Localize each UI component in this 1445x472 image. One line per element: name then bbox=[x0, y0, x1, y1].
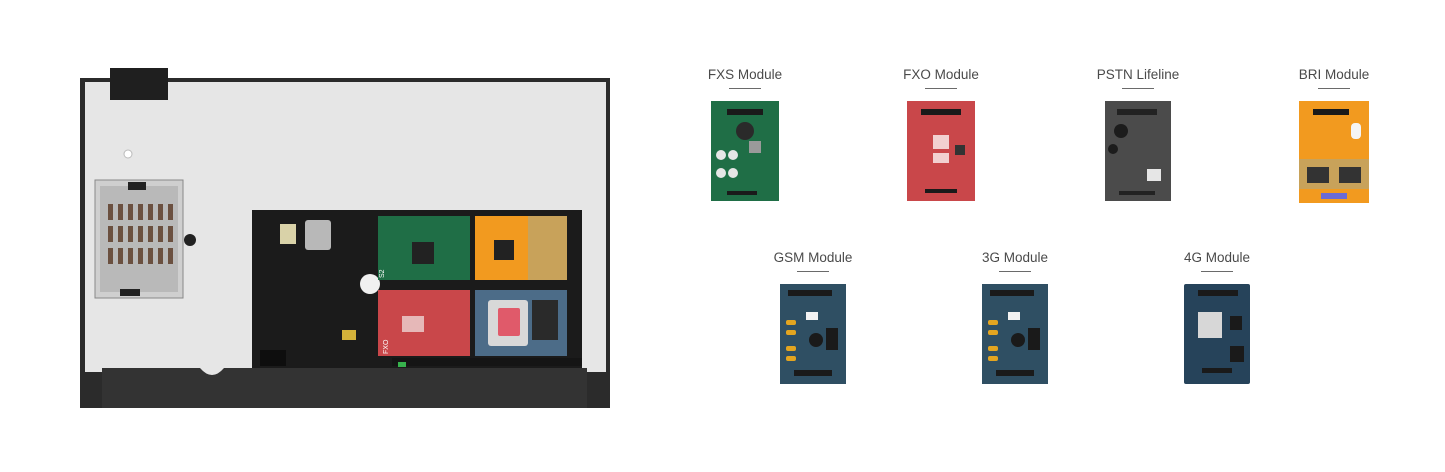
module-3g[interactable]: 3G Module bbox=[960, 250, 1070, 384]
module-label-4g: 4G Module bbox=[1183, 250, 1251, 265]
module-bri[interactable]: BRI Module bbox=[1279, 67, 1389, 203]
module-divider bbox=[1201, 271, 1233, 272]
module-divider bbox=[1318, 88, 1350, 89]
pstn-board-image bbox=[1105, 101, 1171, 201]
module-pstn-lifeline[interactable]: PSTN Lifeline bbox=[1083, 67, 1193, 201]
module-divider bbox=[1122, 88, 1154, 89]
device-chassis: S2 FXO bbox=[80, 68, 612, 410]
module-fxo[interactable]: FXO Module bbox=[886, 67, 996, 201]
module-label-gsm: GSM Module bbox=[773, 250, 853, 265]
hdd-bay bbox=[94, 179, 196, 299]
module-label-fxo: FXO Module bbox=[903, 67, 979, 82]
fxo-board-image bbox=[907, 101, 975, 201]
module-label-fxs: FXS Module bbox=[707, 67, 783, 82]
bri-board-image bbox=[1299, 101, 1369, 203]
front-panel bbox=[102, 368, 587, 408]
module-label-bri: BRI Module bbox=[1298, 67, 1370, 82]
module-gsm[interactable]: GSM Module bbox=[758, 250, 868, 384]
module-label-pstn: PSTN Lifeline bbox=[1096, 67, 1180, 82]
module-divider bbox=[729, 88, 761, 89]
power-connector bbox=[110, 68, 168, 100]
3g-board-image bbox=[982, 284, 1048, 384]
module-fxs[interactable]: FXS Module bbox=[690, 67, 800, 201]
4g-board-image bbox=[1184, 284, 1250, 384]
module-4g[interactable]: 4G Module bbox=[1162, 250, 1272, 384]
module-divider bbox=[925, 88, 957, 89]
device-chassis-drawing: S2 FXO bbox=[80, 68, 610, 408]
silkscreen-s2: S2 bbox=[379, 269, 386, 278]
gsm-board-image bbox=[780, 284, 846, 384]
silkscreen-fxo: FXO bbox=[383, 339, 390, 354]
module-label-3g: 3G Module bbox=[981, 250, 1049, 265]
module-divider bbox=[797, 271, 829, 272]
fxs-board-image bbox=[711, 101, 779, 201]
module-divider bbox=[999, 271, 1031, 272]
